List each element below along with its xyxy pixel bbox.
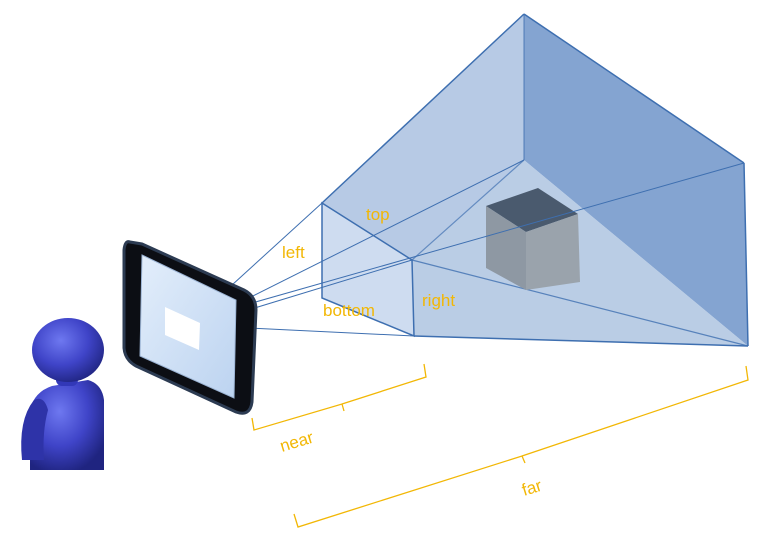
cube-top-face — [486, 188, 578, 232]
label-bottom: bottom — [323, 301, 375, 320]
near-bracket — [251, 363, 427, 431]
edge-far-right — [743, 162, 749, 347]
label-right: right — [422, 291, 455, 310]
cube-icon — [486, 188, 580, 290]
monitor-icon — [122, 240, 258, 415]
label-far: far — [520, 476, 545, 500]
frustum-top-face — [322, 14, 524, 260]
frustum-back-right-face — [524, 14, 748, 346]
figure-head — [32, 318, 104, 382]
edge-back-top — [523, 13, 745, 164]
label-left: left — [282, 243, 305, 262]
edge-top — [321, 13, 525, 204]
figure-arm — [21, 398, 48, 460]
sight-lines — [231, 159, 745, 337]
cube-front-face — [526, 214, 580, 290]
monitor-screen-window — [165, 307, 200, 350]
edge-bottom — [413, 335, 749, 347]
label-top: top — [366, 205, 390, 224]
far-bracket — [293, 365, 749, 528]
edge-inner — [411, 159, 525, 261]
edge-right-near-to-far — [411, 259, 749, 347]
label-near: near — [278, 428, 316, 456]
figure-body — [30, 380, 104, 470]
viewer-figure-icon — [21, 318, 104, 470]
cube-left-face — [486, 206, 526, 290]
